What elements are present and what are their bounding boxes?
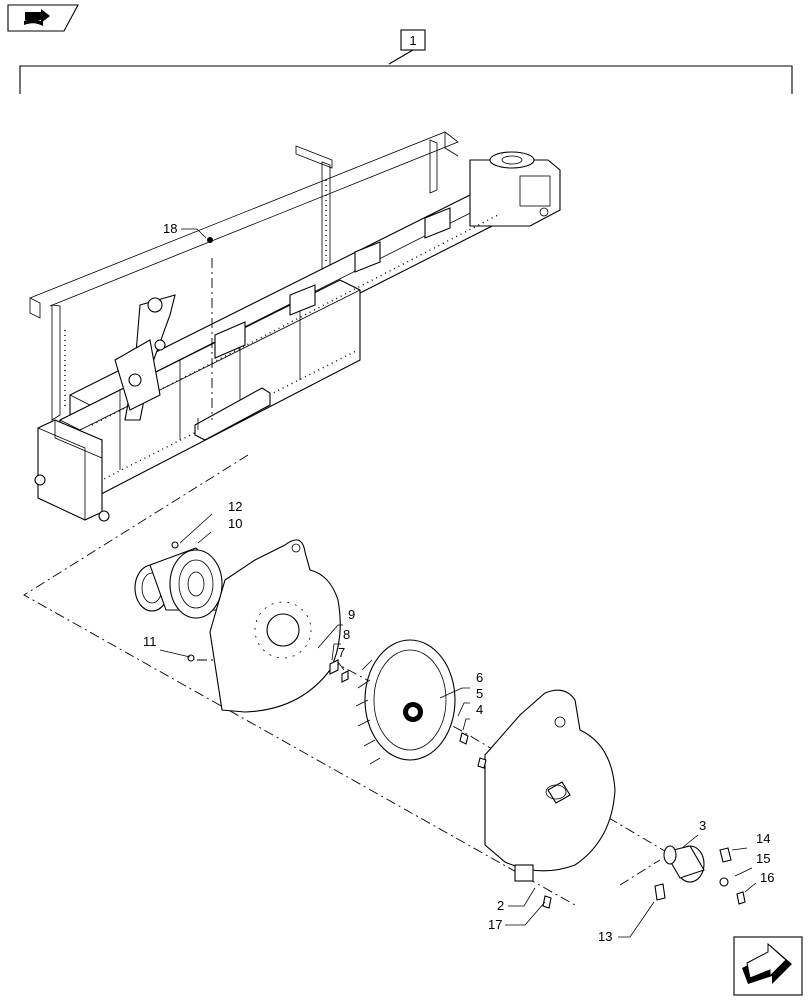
callout-5: 5	[476, 686, 483, 701]
back-plate	[209, 539, 341, 713]
callout-17: 17	[488, 917, 502, 932]
book-arrow-icon	[24, 9, 50, 26]
callout-9: 9	[348, 607, 355, 622]
callout-10: 10	[228, 516, 242, 531]
callout-12: 12	[228, 499, 242, 514]
fitting-13	[654, 883, 666, 901]
boom-frame	[29, 131, 561, 522]
callout-14: 14	[756, 831, 770, 846]
group-bracket	[19, 65, 793, 94]
callout-11: 11	[143, 634, 157, 649]
fan-wheel	[355, 639, 456, 765]
group-callout-label: 1	[409, 33, 416, 48]
callout-13: 13	[598, 929, 612, 944]
washer-7	[341, 670, 349, 683]
seal-15	[719, 877, 729, 887]
callout-18: 18	[163, 221, 177, 236]
bolt-5	[477, 757, 487, 769]
next-page-arrow-icon	[742, 942, 792, 984]
callout-15: 15	[756, 851, 770, 866]
callout-8: 8	[343, 627, 350, 642]
next-page-button[interactable]	[733, 936, 803, 996]
bolt-4	[459, 732, 469, 745]
callout-7: 7	[338, 645, 345, 660]
nut-11	[187, 654, 195, 662]
fitting-14	[719, 847, 732, 863]
hydraulic-motor	[663, 845, 705, 883]
callouts: 18 12 10 11 9 8 7 6 5 4 3 14 15 16 2 17 …	[143, 221, 774, 944]
hardware	[171, 237, 746, 909]
callout-6: 6	[476, 670, 483, 685]
group-callout: 1	[19, 29, 793, 94]
washer-8	[329, 659, 339, 675]
bolt-17	[542, 895, 552, 909]
book-icon-button[interactable]	[7, 4, 79, 32]
plug-16	[736, 891, 746, 905]
fastener-18	[207, 237, 213, 243]
fan-housing	[484, 689, 616, 882]
callout-4: 4	[476, 702, 483, 717]
callout-3: 3	[699, 818, 706, 833]
bolt-12	[171, 541, 179, 549]
leader-lines	[159, 228, 757, 938]
callout-2: 2	[497, 898, 504, 913]
inlet-tube	[134, 547, 223, 619]
callout-16: 16	[760, 870, 774, 885]
